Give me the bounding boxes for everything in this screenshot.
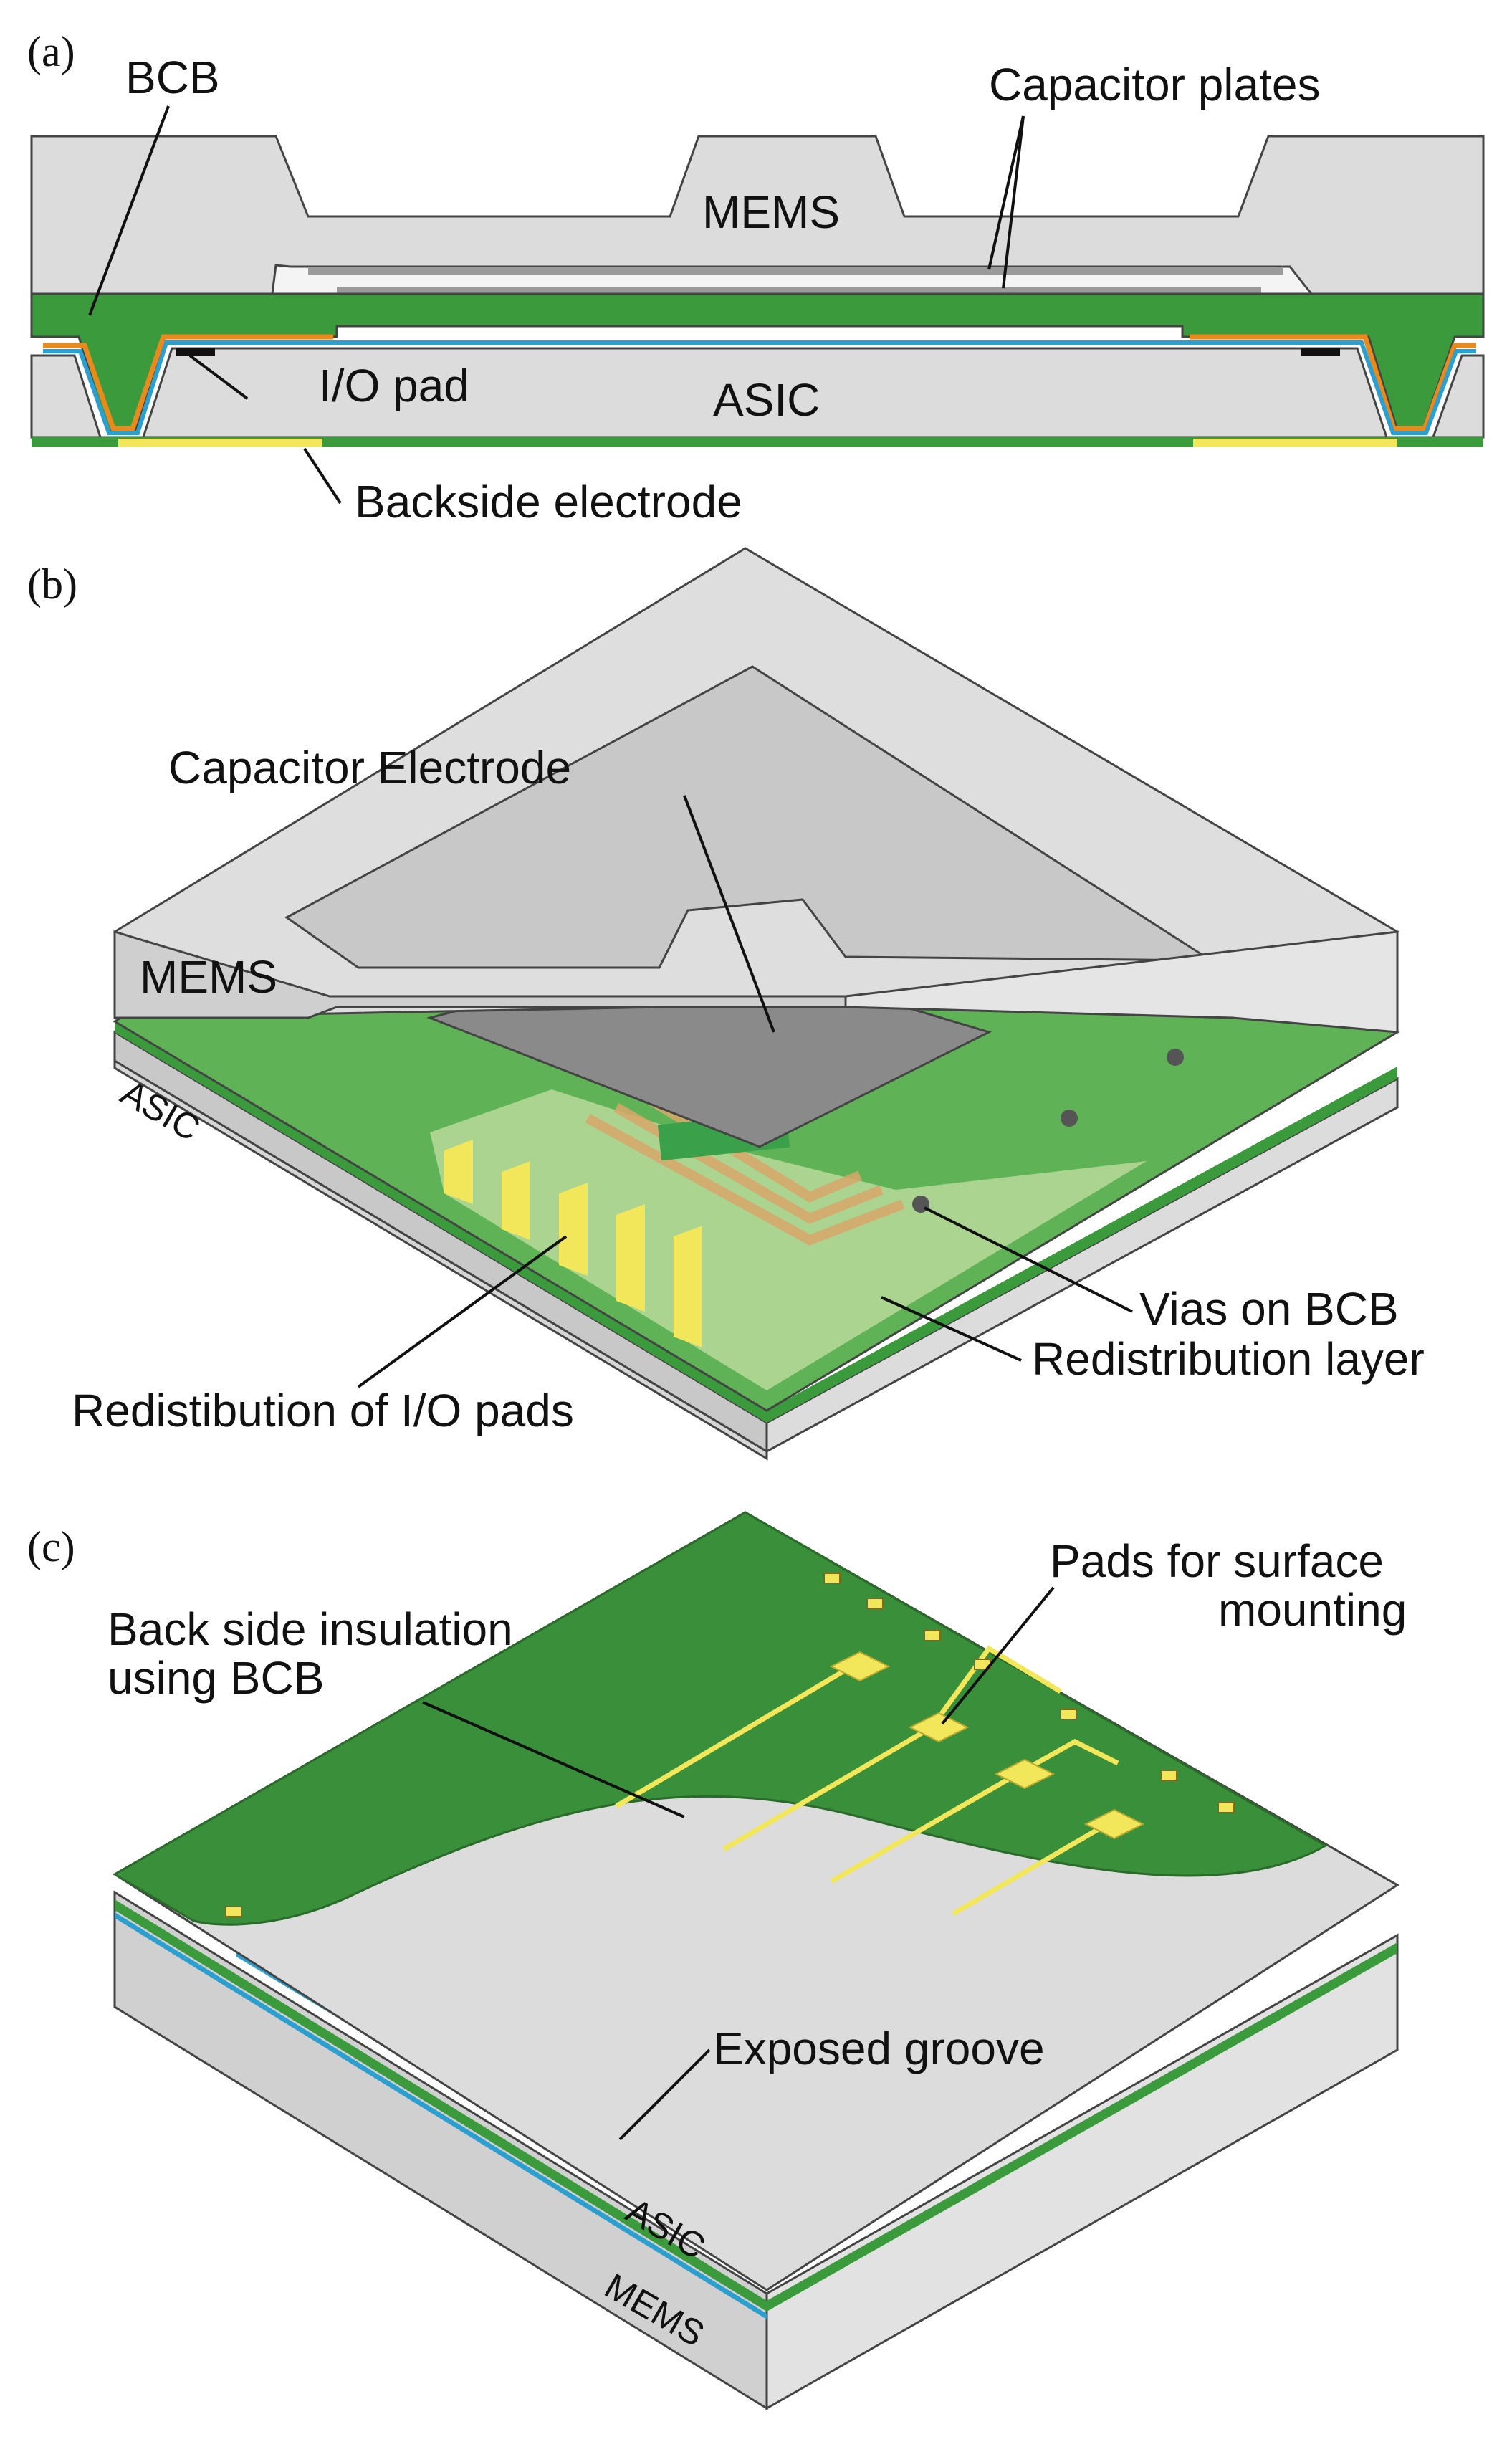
label-capacitor-plates: Capacitor plates	[989, 59, 1320, 110]
body-blue-strip-left	[115, 1912, 767, 2319]
via-2	[1061, 1110, 1078, 1127]
label-exposed-groove: Exposed groove	[713, 2023, 1045, 2074]
bcb-edge-left	[115, 1021, 767, 1423]
label-pads-line1: Pads for surface	[1050, 1535, 1384, 1587]
label-mems-b: MEMS	[140, 951, 277, 1003]
io-pad-strips	[444, 1140, 702, 1347]
panel-c: (c)	[27, 1511, 1407, 2410]
bcb-edge-right	[767, 1067, 1397, 1423]
label-capacitor-electrode: Capacitor Electrode	[168, 742, 571, 793]
label-pads-line2: mounting	[1218, 1584, 1407, 1636]
body-green-strip-right	[767, 1942, 1397, 2312]
body-green-strip-left	[115, 1899, 767, 2312]
panel-c-letter: (c)	[27, 1523, 75, 1570]
oxide-line-a	[43, 340, 1476, 435]
panel-a: (a) BCB Capacitor plates MEMS I/O pad	[27, 28, 1485, 528]
surface-mount-traces	[615, 1645, 1119, 1917]
label-vias-on-bcb: Vias on BCB	[1139, 1283, 1399, 1335]
backside-electrode-right	[1193, 439, 1397, 447]
capacitor-plate-bottom	[337, 287, 1261, 294]
redistribution-region	[430, 1089, 1147, 1390]
backside-bcb-a	[32, 437, 1483, 447]
io-pad-right	[1301, 348, 1340, 356]
label-backside-line2: using BCB	[107, 1652, 324, 1704]
label-redistribution-io-pads: Redistibution of I/O pads	[72, 1385, 574, 1436]
via-1	[1167, 1049, 1184, 1066]
label-backside-line1: Back side insulation	[107, 1603, 513, 1655]
backside-bcb-sheet	[113, 1511, 1329, 1926]
small-pads	[225, 1573, 1235, 1917]
mems-front-right	[844, 930, 1399, 1034]
label-asic-a: ASIC	[713, 374, 820, 426]
redistribution-metal-a	[43, 334, 333, 431]
surface-mount-pads	[829, 1651, 1145, 1840]
asic-left-face	[113, 1059, 768, 1461]
mems-cavity-inner	[284, 665, 1215, 969]
capacitor-plate-top	[308, 267, 1283, 275]
label-mems-a: MEMS	[702, 186, 840, 238]
io-pad-left	[176, 348, 215, 356]
label-io-pad: I/O pad	[319, 360, 469, 411]
label-bcb: BCB	[125, 52, 220, 103]
label-backside-electrode: Backside electrode	[355, 476, 742, 528]
backside-electrode-left	[118, 439, 322, 447]
panel-a-letter: (a)	[27, 28, 75, 75]
redistribution-metal-a-right	[1190, 334, 1476, 431]
panel-b-letter: (b)	[27, 560, 77, 608]
label-redistribution-layer: Redistribution layer	[1032, 1333, 1425, 1385]
mems-front-left	[113, 930, 847, 1019]
panel-b: (b)	[27, 547, 1425, 1461]
body-right-side	[765, 1933, 1399, 2410]
